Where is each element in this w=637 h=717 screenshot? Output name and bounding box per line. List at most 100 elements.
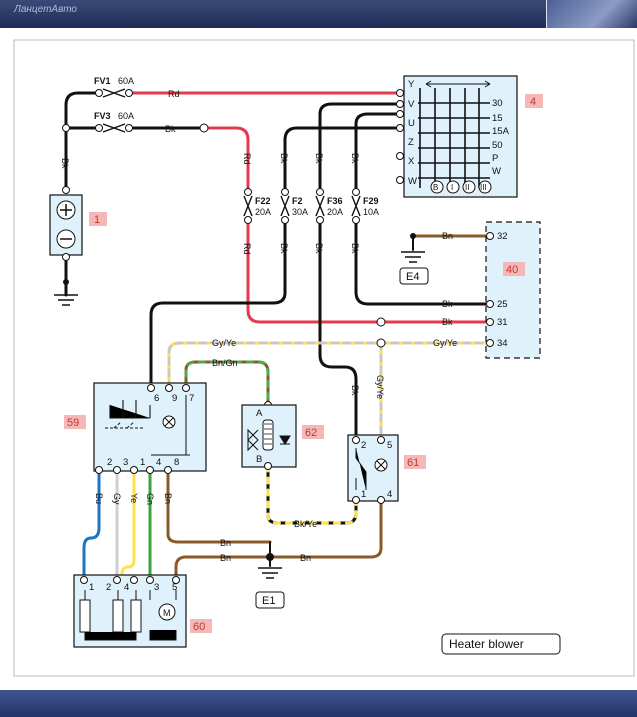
junction — [62, 124, 70, 132]
motor60-pin-1 — [80, 576, 88, 584]
diagram-title: Heater blower — [449, 637, 524, 651]
connector-rd-bk — [199, 123, 209, 133]
fuse-f2-name: F2 — [292, 196, 303, 206]
label-bn-e1-a: Bn — [220, 538, 231, 548]
switch4-pin-u — [396, 110, 404, 118]
label-rd-f22-in: Rd — [242, 153, 252, 165]
tag-component-40 — [503, 262, 525, 276]
module59-label-8: 8 — [174, 457, 179, 468]
relay61-label-4: 4 — [387, 489, 392, 500]
motor60-label-3: 3 — [154, 582, 159, 593]
tag-component-60 — [190, 619, 212, 633]
module59-pin-1 — [130, 466, 138, 474]
wire-f36-to-61 — [318, 220, 358, 442]
module59-label-4: 4 — [156, 457, 161, 468]
wire-60-bn-to-e1 — [174, 555, 272, 580]
wire-bngn-green — [184, 360, 270, 407]
switch4-pin-x — [396, 152, 404, 160]
wire-switch-to-f29 — [354, 112, 402, 192]
fuse-f22 — [243, 188, 253, 224]
switch4-label-x: X — [408, 156, 415, 167]
fuse-f22-name: F22 — [255, 196, 271, 206]
fuse-fv1-rating: 60A — [118, 76, 134, 86]
switch4-position-markers — [430, 180, 492, 194]
unit-62 — [241, 401, 297, 470]
tag-component-4 — [525, 94, 543, 108]
label-bk-f36-in: Bk — [314, 153, 324, 164]
switch4-label-30: 30 — [492, 98, 503, 109]
wire-59-bn-to-e1 — [166, 468, 272, 544]
module59-label-3: 3 — [123, 457, 128, 468]
switch4-label-p: P — [492, 153, 498, 164]
motor60-pin-2 — [113, 576, 121, 584]
switch4-label-w2: W — [492, 166, 501, 177]
module59-label-9: 9 — [172, 393, 177, 404]
ground-e1-box — [255, 591, 285, 609]
fuse-f29-name: F29 — [363, 196, 379, 206]
ground-e4-box — [399, 267, 429, 285]
ground-e4-label: E4 — [406, 271, 419, 283]
fuse-f29 — [351, 188, 361, 224]
module59-pin-7 — [182, 384, 190, 392]
fuse-f22-rating: 20A — [255, 207, 271, 217]
fuse-f36-name: F36 — [327, 196, 343, 206]
label-bk-f2-in: Bk — [279, 153, 289, 164]
wire-switch-to-f2 — [283, 126, 402, 192]
module40-label-25: 25 — [497, 299, 508, 310]
module40-pin-25 — [486, 300, 494, 308]
label-bk-f29-out: Bk — [350, 243, 360, 254]
tag-component-1 — [89, 212, 107, 226]
tag-component-59 — [64, 415, 86, 429]
label-bk-31: Bk — [442, 317, 453, 327]
switch4-label-15: 15 — [492, 113, 503, 124]
wire-f29-to-25 — [354, 220, 492, 306]
switch4-label-z: Z — [408, 137, 414, 148]
wire-rd-to-f22 — [202, 126, 250, 192]
fuse-fv3-rating: 60A — [118, 111, 134, 121]
label-gyye-34: Gy/Ye — [433, 338, 457, 348]
label-ye: Ye — [129, 493, 139, 503]
wire-bkye-yellow — [266, 464, 358, 525]
ground-e1-icon — [258, 553, 282, 579]
fuse-fv1-name: FV1 — [94, 76, 111, 86]
wire-ye — [120, 468, 136, 587]
connector-34 — [376, 338, 386, 348]
tag-component-61 — [404, 455, 426, 469]
switch4-label-y: Y — [408, 79, 415, 90]
label-bk-f36-out: Bk — [314, 243, 324, 254]
site-logo: ЛанцетАвто — [14, 4, 77, 15]
label-component-4: 4 — [530, 96, 536, 108]
wire-battery-bk — [64, 91, 98, 192]
module59-pin-4 — [146, 466, 154, 474]
ground-battery-icon — [54, 279, 78, 306]
unit62-label-b: B — [256, 454, 262, 465]
diagram-frame — [13, 39, 635, 677]
switch4-pos-i: I — [451, 183, 453, 192]
switch4-pin-w — [396, 176, 404, 184]
ignition-switch-4 — [403, 75, 518, 198]
label-bn-e1-c: Bn — [300, 553, 311, 563]
fuse-f36 — [315, 188, 325, 224]
relay61-label-2: 2 — [361, 440, 366, 451]
module-40 — [485, 221, 541, 359]
label-gyye-59: Gy/Ye — [212, 338, 236, 348]
module59-label-1: 1 — [140, 457, 145, 468]
module40-label-31: 31 — [497, 317, 508, 328]
label-bk-f29-in: Bk — [350, 153, 360, 164]
switch4-label-w: W — [408, 176, 417, 187]
relay61-pin-5 — [377, 436, 385, 444]
motor60-label-4: 4 — [124, 582, 129, 593]
label-bn-59: Bn — [163, 493, 173, 504]
label-bk-battery: Bk — [60, 158, 70, 169]
control-module-59 — [93, 382, 207, 472]
label-bk-61: Bk — [350, 385, 360, 396]
switch4-pin-y — [396, 89, 404, 97]
relay61-label-5: 5 — [387, 440, 392, 451]
motor60-label-2: 2 — [106, 582, 111, 593]
switch4-label-50: 50 — [492, 140, 503, 151]
switch4-label-u: U — [408, 118, 415, 129]
motor-m-symbol: M — [163, 608, 171, 618]
fuse-f36-rating: 20A — [327, 207, 343, 217]
wire-switch-to-f36 — [318, 102, 402, 192]
